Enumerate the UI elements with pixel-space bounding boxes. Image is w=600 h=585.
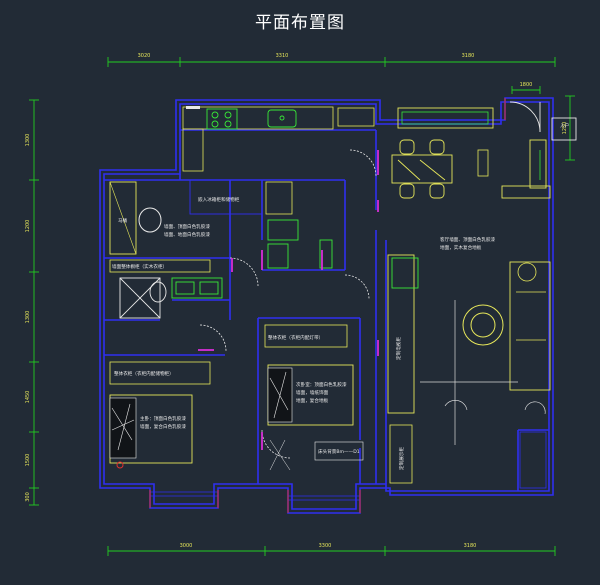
dimension-lines bbox=[29, 57, 575, 556]
bath-shower bbox=[109, 181, 137, 255]
display-cabinet bbox=[389, 424, 413, 484]
entry-door bbox=[509, 101, 577, 141]
storage-room bbox=[189, 179, 263, 215]
outer-wall-inner-line bbox=[103, 101, 550, 510]
stair-box bbox=[519, 431, 547, 489]
bedroom1-door-arc bbox=[199, 324, 227, 352]
stove bbox=[206, 108, 238, 130]
door-leaves bbox=[198, 150, 379, 450]
toilet-label: 马桶 bbox=[118, 217, 128, 224]
tv-cabinet-label: 定制电视柜 bbox=[395, 337, 402, 360]
dim-left-4: 1450 bbox=[25, 391, 31, 404]
living-note-2: 地面，实木复合地板 bbox=[440, 244, 482, 251]
master-wardrobe-label: 整体衣柜（衣柜内配储物柜） bbox=[114, 370, 174, 377]
page-title: 平面布置图 bbox=[255, 13, 345, 33]
master-note-2: 墙面，复合白色乳胶漆 bbox=[140, 423, 186, 430]
coffee-table-outer bbox=[462, 304, 504, 346]
doors bbox=[199, 149, 377, 459]
bedroom-1: 整体衣柜（衣柜内配储物柜） 主卧：顶面白色乳胶漆 墙面，复合白色乳胶漆 bbox=[109, 361, 211, 469]
kitchen-side-counter bbox=[182, 128, 204, 172]
dim-right-1: 1250 bbox=[562, 122, 568, 135]
bathroom-1: 墙面整体橱柜（实木衣柜） 马桶 墙面、顶面白色乳胶漆 墙面、地面白色乳胶漆 bbox=[109, 181, 211, 273]
washbasin-counter bbox=[171, 277, 223, 299]
hall-basin bbox=[267, 243, 289, 269]
dim-bottom-2: 3300 bbox=[319, 543, 332, 549]
kitchen-fixtures bbox=[206, 108, 297, 130]
bath-shelf bbox=[109, 259, 211, 273]
kitchen bbox=[182, 106, 375, 172]
range-hood bbox=[186, 106, 200, 109]
dim-top-2: 3310 bbox=[276, 53, 289, 59]
dim-bottom-1: 3000 bbox=[180, 543, 193, 549]
master-note-1: 主卧：顶面白色乳胶漆 bbox=[140, 415, 186, 422]
bath-note-1: 墙面、顶面白色乳胶漆 bbox=[164, 223, 210, 230]
shower-area bbox=[119, 277, 161, 319]
bedroom-2: 整体衣柜（衣柜内配灯带） 次卧室：顶面白色乳胶漆 墙面，墙纸饰面 地面，复合地板… bbox=[264, 324, 364, 471]
bath-note-2: 墙面、地面白色乳胶漆 bbox=[164, 231, 210, 238]
living-note-1: 客厅墙面、顶面白色乳胶漆 bbox=[440, 236, 496, 243]
window-sills bbox=[149, 98, 506, 513]
child-wardrobe-label: 整体衣柜（衣柜内配灯带） bbox=[268, 334, 323, 341]
dim-left-1: 1300 bbox=[25, 134, 31, 147]
bathroom-2 bbox=[119, 277, 167, 319]
dim-left-2: 1200 bbox=[25, 220, 31, 233]
child-note-1: 次卧室：顶面白色乳胶漆 bbox=[296, 381, 347, 388]
kitchen-counter bbox=[182, 106, 334, 130]
sofa bbox=[509, 261, 551, 391]
tv-side-unit bbox=[391, 257, 419, 289]
windows bbox=[150, 491, 360, 501]
entry-bench bbox=[501, 185, 551, 199]
child-note-2: 墙面，墙纸饰面 bbox=[296, 389, 329, 396]
bed-tag-label: 床头背景Bm——D1 bbox=[318, 448, 360, 455]
washing-machine bbox=[267, 219, 299, 241]
entry-area bbox=[477, 149, 489, 177]
shelf-label: 墙面整体橱柜（实木衣柜） bbox=[112, 263, 167, 270]
bedroom2-door-arc bbox=[261, 429, 291, 459]
hall-fixtures bbox=[267, 219, 333, 269]
dim-top-1: 3020 bbox=[138, 53, 151, 59]
coffee-table-inner bbox=[470, 312, 496, 338]
bath-toilet-2 bbox=[149, 281, 167, 303]
master-wardrobe bbox=[109, 361, 211, 385]
fridge bbox=[337, 107, 375, 127]
hall-door-arc bbox=[344, 274, 370, 300]
child-wardrobe bbox=[264, 324, 348, 348]
tv-cabinet bbox=[387, 254, 415, 414]
bed-tag-box bbox=[314, 441, 364, 461]
dining-area bbox=[391, 107, 551, 199]
storage-label: 嵌入冰箱柜和储物柜 bbox=[198, 196, 240, 203]
dim-bottom-3: 3180 bbox=[464, 543, 477, 549]
shoe-cabinet bbox=[529, 139, 547, 189]
entry-label: 入户 bbox=[560, 122, 569, 129]
display-cabinet-label: 定制展示柜 bbox=[398, 447, 405, 470]
living-room: 定制电视柜 客厅墙面、顶面白色乳胶漆 地面，实木复合地板 定制展示柜 bbox=[387, 236, 551, 489]
master-bed-pillows bbox=[109, 397, 137, 459]
hall-cabinet bbox=[265, 181, 293, 215]
child-note-3: 地面，复合地板 bbox=[296, 397, 329, 404]
bath-door-arc bbox=[229, 257, 259, 287]
kitchen-door-arc bbox=[349, 149, 377, 177]
sink bbox=[267, 109, 297, 128]
dim-left-6: 300 bbox=[25, 492, 31, 502]
dimension-texts: 3020 3310 3180 1800 3000 3300 3180 1300 … bbox=[25, 53, 568, 549]
entry-cabinet bbox=[477, 149, 489, 177]
dining-accents bbox=[401, 111, 541, 180]
dining-table bbox=[391, 154, 453, 184]
dim-left-3: 1300 bbox=[25, 311, 31, 324]
dim-top-right: 1800 bbox=[520, 82, 533, 88]
bath-toilet-1 bbox=[138, 207, 162, 233]
dim-left-5: 1500 bbox=[25, 454, 31, 467]
dim-top-3: 3180 bbox=[462, 53, 475, 59]
buffet-cabinet bbox=[397, 107, 494, 129]
